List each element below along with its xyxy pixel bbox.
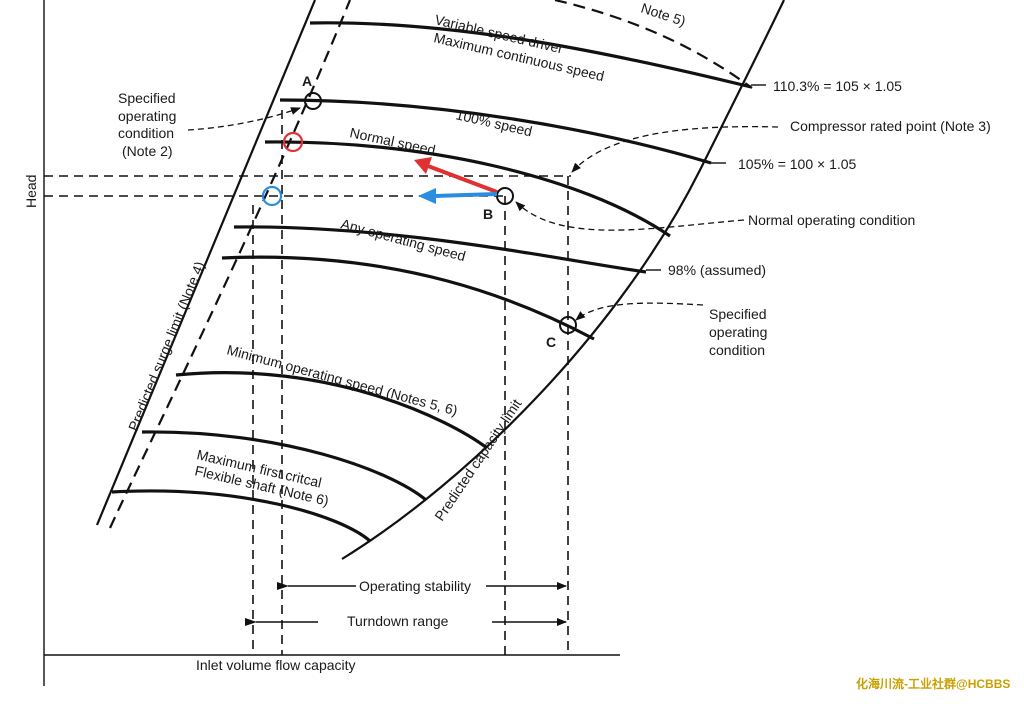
specified-a-label-2: operating	[118, 108, 176, 124]
speed-100-label: 100% speed	[454, 106, 533, 139]
specified-c-leader	[575, 302, 704, 321]
top-partial-label: Note 5)	[639, 0, 688, 29]
normal-speed-label: Normal speed	[348, 124, 437, 158]
specified-a-label-4: (Note 2)	[122, 143, 173, 159]
max-continuous-speed-line	[309, 21, 752, 89]
label-110: 110.3% = 105 × 1.05	[773, 78, 902, 94]
turndown-range-label: Turndown range	[347, 613, 449, 629]
speed-100-line	[279, 98, 712, 165]
normal-condition-leader	[515, 201, 745, 231]
first-critical-line-lower	[111, 489, 372, 543]
rated-point-leader	[571, 125, 779, 173]
min-speed-label: Minimum operating speed (Notes 5, 6)	[225, 341, 459, 418]
point-b-label: B	[483, 206, 493, 222]
label-98: 98% (assumed)	[668, 262, 766, 278]
any-speed-line	[221, 255, 595, 341]
specified-c-label-3: condition	[709, 342, 765, 358]
min-speed-line	[175, 371, 488, 450]
speed-98-line	[233, 225, 647, 274]
blue-point-circle	[261, 185, 283, 207]
red-arrow-shaft	[427, 164, 498, 194]
specified-a-leader	[187, 107, 301, 131]
capacity-limit-curve	[341, 0, 785, 560]
x-axis-label: Inlet volume flow capacity	[196, 657, 356, 673]
specified-c-label-2: operating	[709, 324, 767, 340]
blue-arrow-head	[418, 188, 436, 204]
point-a-label: A	[302, 73, 312, 89]
specified-c-label-1: Specified	[709, 306, 767, 322]
specified-a-label-1: Specified	[118, 90, 176, 106]
specified-a-label-3: condition	[118, 125, 174, 141]
normal-speed-line	[264, 140, 671, 238]
first-critical-line-upper	[141, 430, 428, 502]
normal-condition-label: Normal operating condition	[748, 212, 915, 228]
operating-stability-label: Operating stability	[359, 578, 471, 594]
top-dashed-curve	[554, 0, 753, 89]
point-a-circle	[304, 92, 322, 110]
point-c-circle	[559, 316, 577, 334]
y-axis-label: Head	[23, 175, 39, 208]
surge-control-line	[109, 0, 352, 529]
rated-point-label: Compressor rated point (Note 3)	[790, 118, 991, 134]
point-c-label: C	[546, 334, 556, 350]
watermark: 化海川流-工业社群@HCBBS	[856, 676, 1010, 691]
label-105: 105% = 100 × 1.05	[738, 156, 857, 172]
red-point-circle	[282, 131, 304, 153]
red-arrow-head	[414, 157, 432, 174]
surge-limit-curve	[95, 0, 317, 526]
blue-arrow-shaft	[433, 192, 498, 198]
